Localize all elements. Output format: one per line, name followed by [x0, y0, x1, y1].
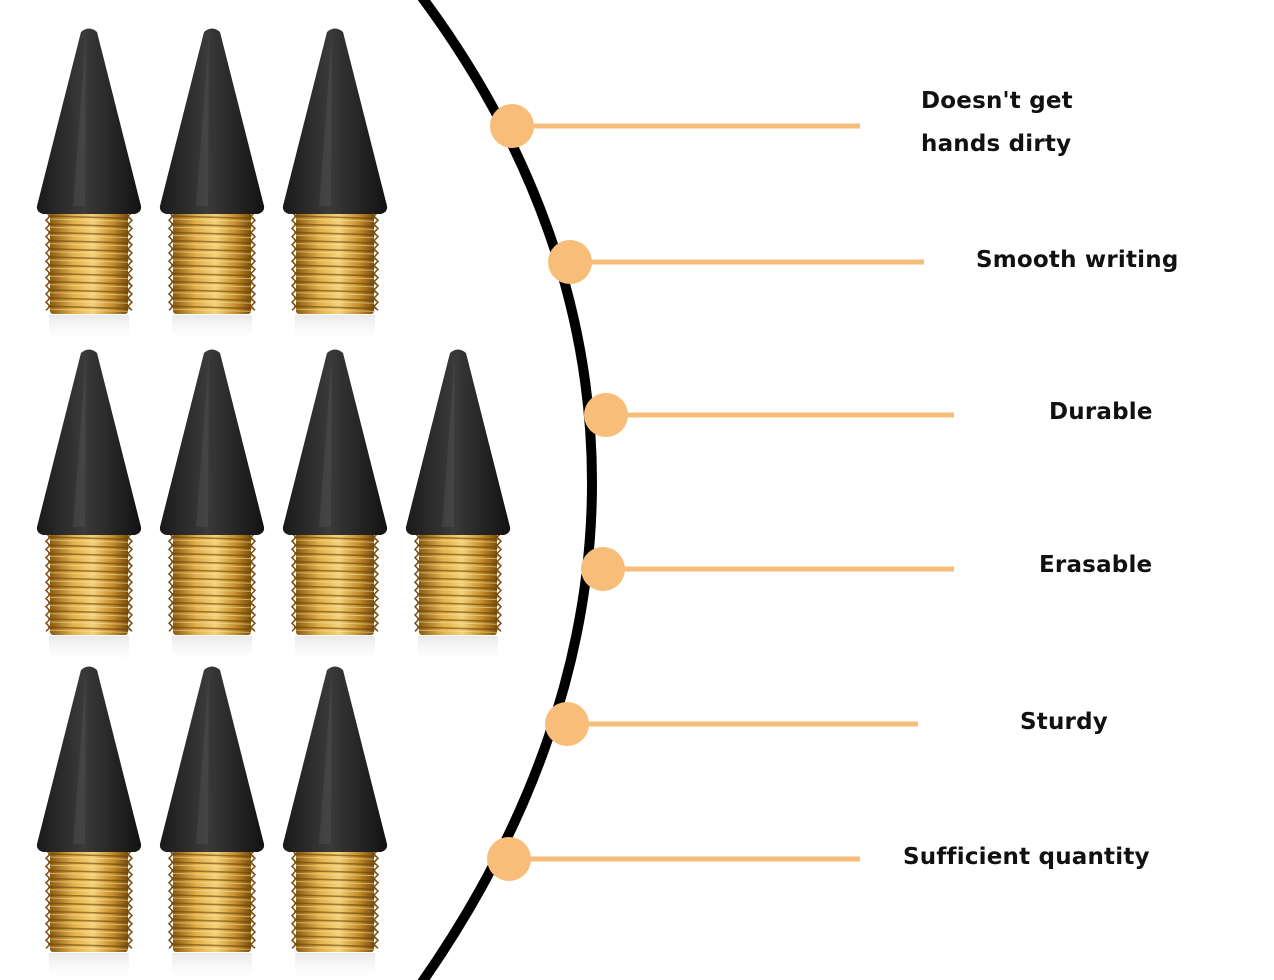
feature-label: Smooth writing	[976, 239, 1179, 282]
feature-label-line: Smooth writing	[976, 247, 1179, 273]
pencil-nibs	[36, 28, 511, 980]
pencil-nib-icon	[282, 28, 388, 345]
feature-label-line: hands dirty	[921, 131, 1072, 157]
feature-label: Sufficient quantity	[903, 836, 1150, 879]
pencil-nib-icon	[159, 28, 265, 345]
connector-dot	[490, 104, 534, 148]
connector-dot	[548, 240, 592, 284]
pencil-nib-icon	[405, 349, 511, 666]
pencil-nib-icon	[282, 349, 388, 666]
connector-dot	[545, 702, 589, 746]
connector-dot	[581, 547, 625, 591]
feature-label-line: Sufficient quantity	[903, 844, 1150, 870]
feature-label: Durable	[1049, 391, 1153, 434]
pencil-nib-icon	[36, 349, 142, 666]
pencil-nib-icon	[36, 666, 142, 980]
connector-dot	[487, 837, 531, 881]
feature-label: Doesn't get hands dirty	[921, 80, 1073, 166]
pencil-nib-icon	[159, 349, 265, 666]
pencil-nib-icon	[36, 28, 142, 345]
feature-label: Erasable	[1039, 544, 1152, 587]
feature-label-line: Durable	[1049, 399, 1153, 425]
feature-label: Sturdy	[1020, 701, 1108, 744]
feature-label-line: Doesn't get	[921, 88, 1073, 114]
feature-label-line: Erasable	[1039, 552, 1153, 578]
pencil-nib-icon	[282, 666, 388, 980]
feature-label-line: Sturdy	[1020, 709, 1108, 735]
pencil-nib-icon	[159, 666, 265, 980]
connector-dot	[584, 393, 628, 437]
feature-connectors	[487, 104, 954, 881]
